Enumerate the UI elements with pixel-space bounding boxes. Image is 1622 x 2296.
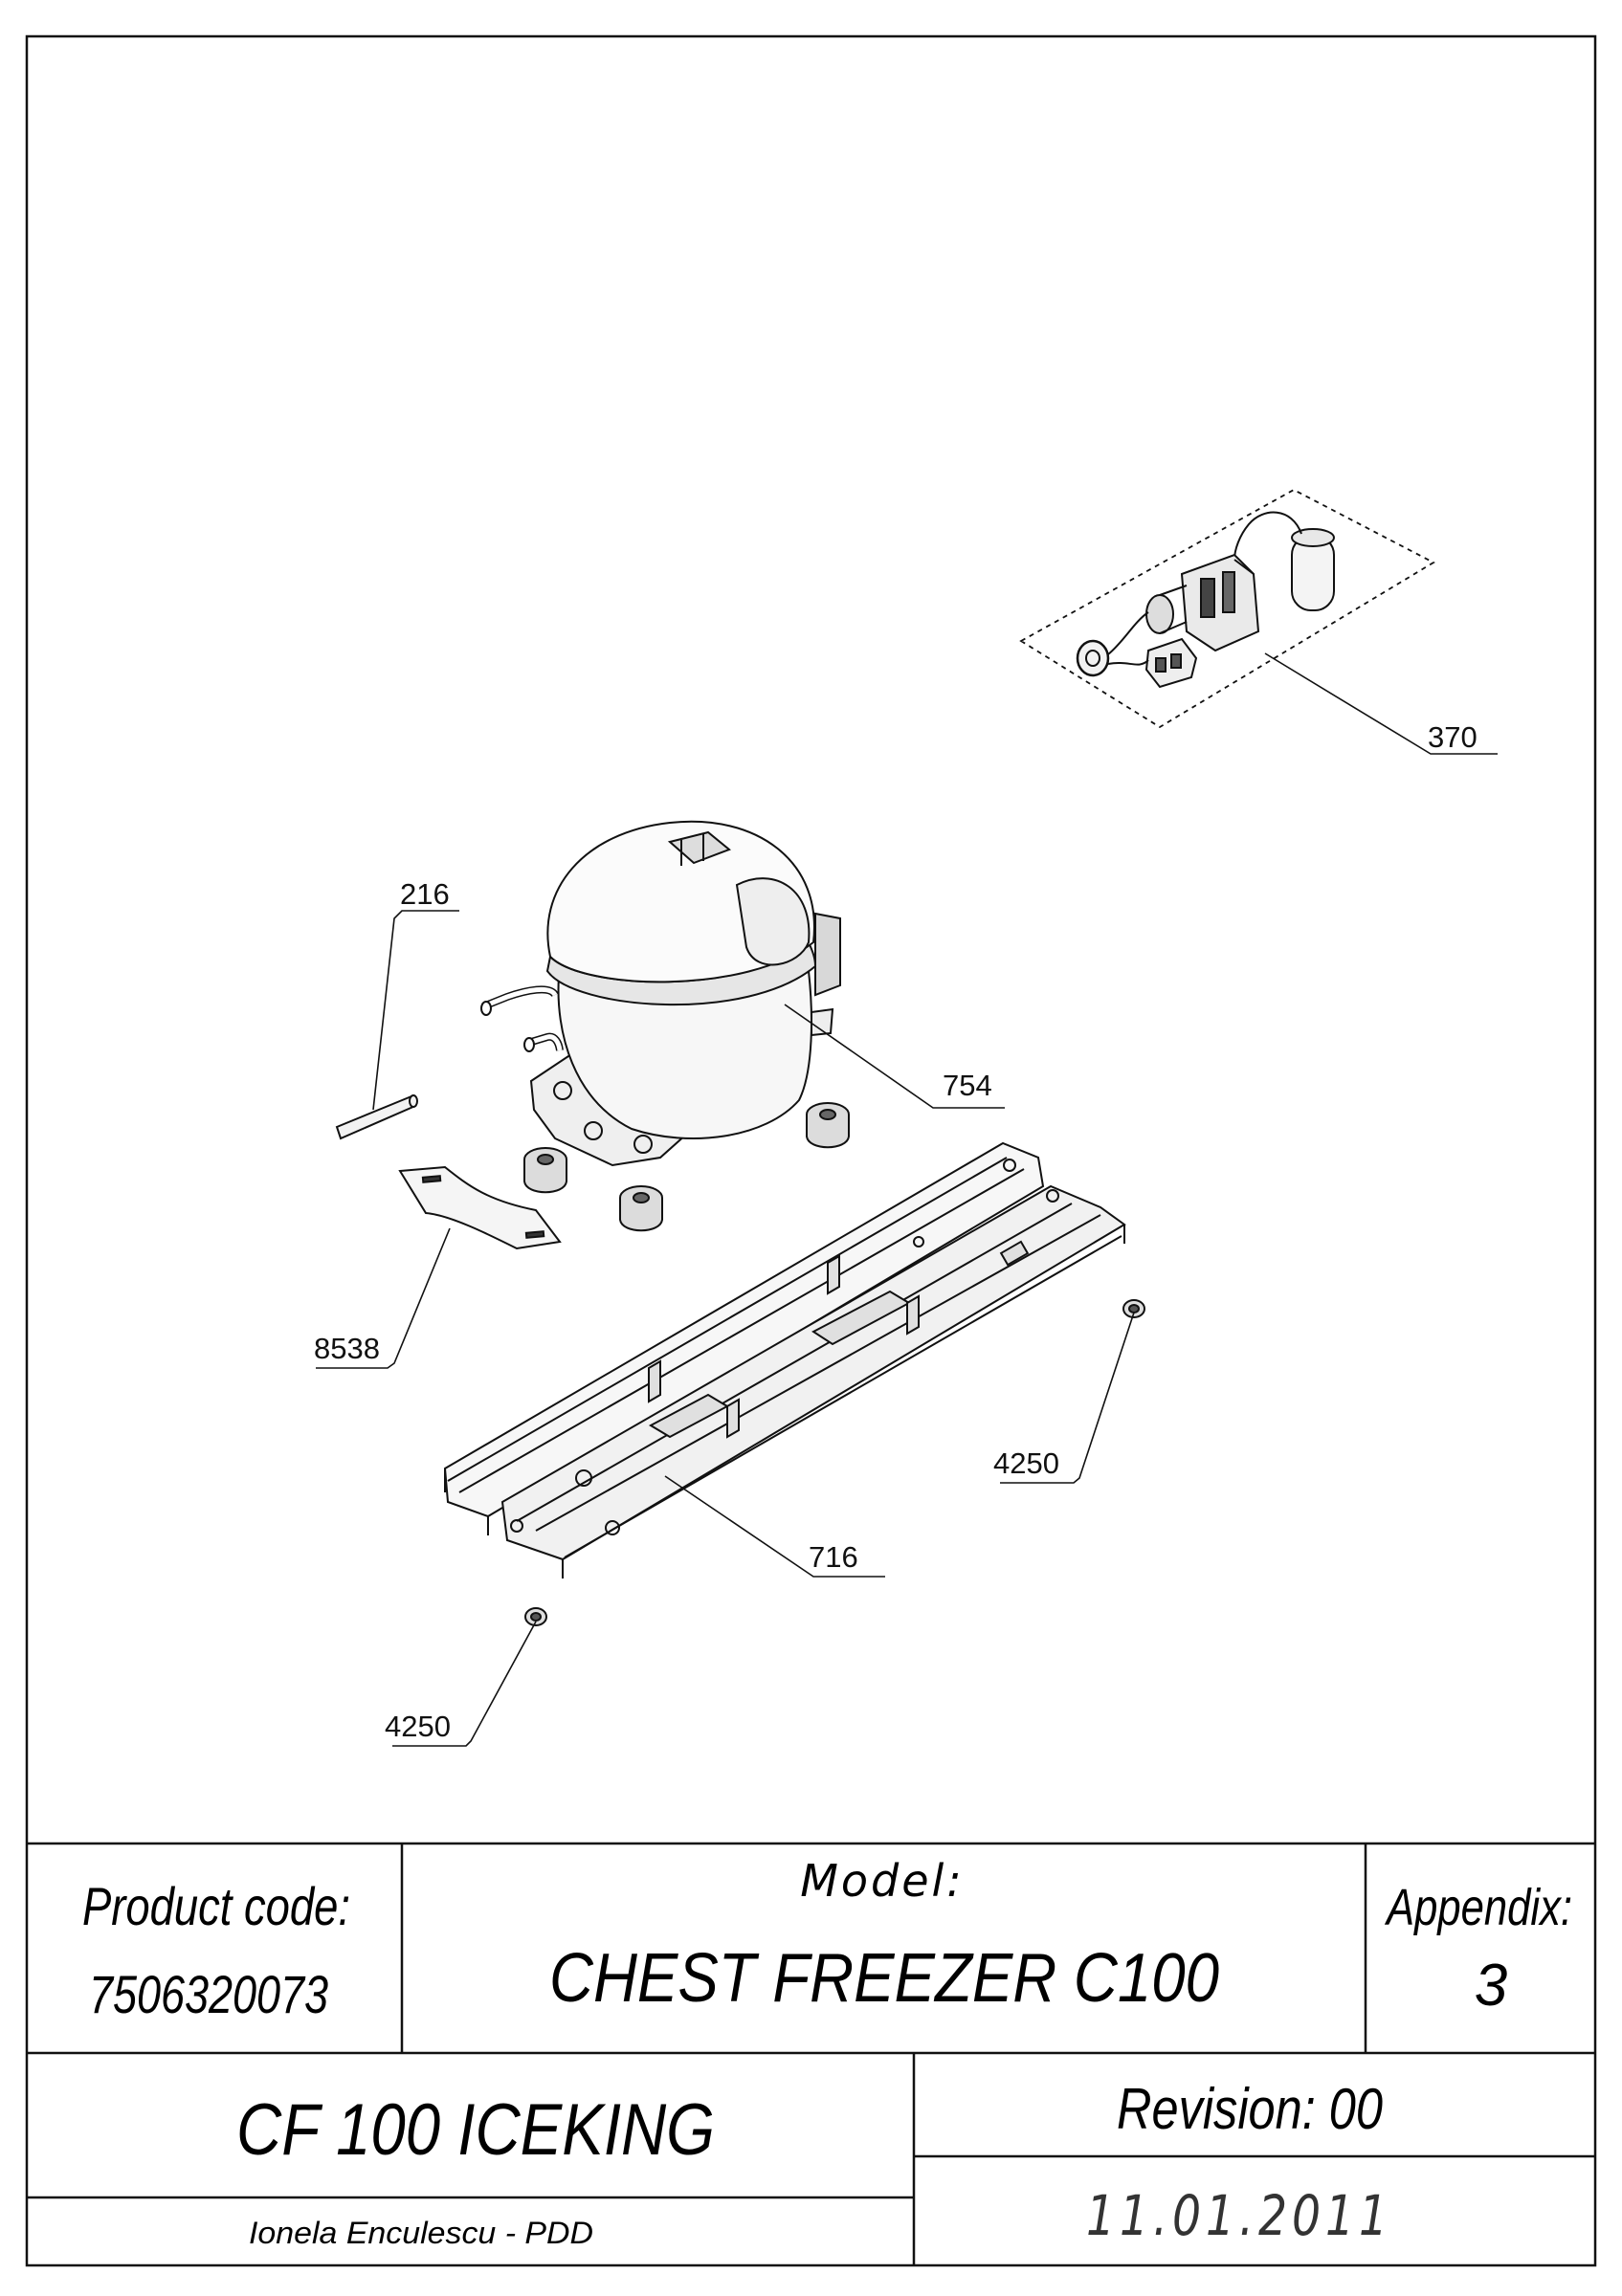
callout-370: 370 bbox=[1428, 720, 1478, 754]
product-code-label: Product code: bbox=[82, 1876, 350, 1936]
product-name: CF 100 ICEKING bbox=[236, 2089, 715, 2171]
model-label: Model: bbox=[800, 1855, 965, 1907]
callout-216: 216 bbox=[400, 877, 450, 911]
electrical-kit-drawing bbox=[1019, 488, 1435, 729]
author: Ionela Enculescu - PDD bbox=[249, 2216, 593, 2250]
rail-frame-drawing bbox=[443, 1141, 1126, 1578]
title-block bbox=[27, 1842, 1595, 2265]
appendix-value: 3 bbox=[1475, 1953, 1507, 2019]
callout-4250-lower: 4250 bbox=[385, 1710, 451, 1743]
model-name: CHEST FREEZER C100 bbox=[549, 1940, 1219, 2017]
product-code-value: 7506320073 bbox=[89, 1964, 328, 2024]
appendix-label: Appendix: bbox=[1385, 1879, 1572, 1936]
pin-drawing bbox=[335, 1094, 418, 1140]
strap-plate-drawing bbox=[398, 1165, 562, 1250]
sheet-border bbox=[25, 34, 1597, 2267]
date: 11.01.2011 bbox=[1086, 2183, 1392, 2248]
leader-lines bbox=[316, 652, 1498, 1747]
callout-8538: 8538 bbox=[314, 1332, 380, 1365]
revision: Revision: 00 bbox=[1117, 2077, 1383, 2141]
compressor-drawing bbox=[480, 820, 850, 1232]
callout-4250-upper: 4250 bbox=[993, 1446, 1059, 1480]
grommet-drawing bbox=[524, 1299, 1145, 1626]
callout-754: 754 bbox=[943, 1069, 992, 1102]
callout-716: 716 bbox=[809, 1540, 858, 1574]
